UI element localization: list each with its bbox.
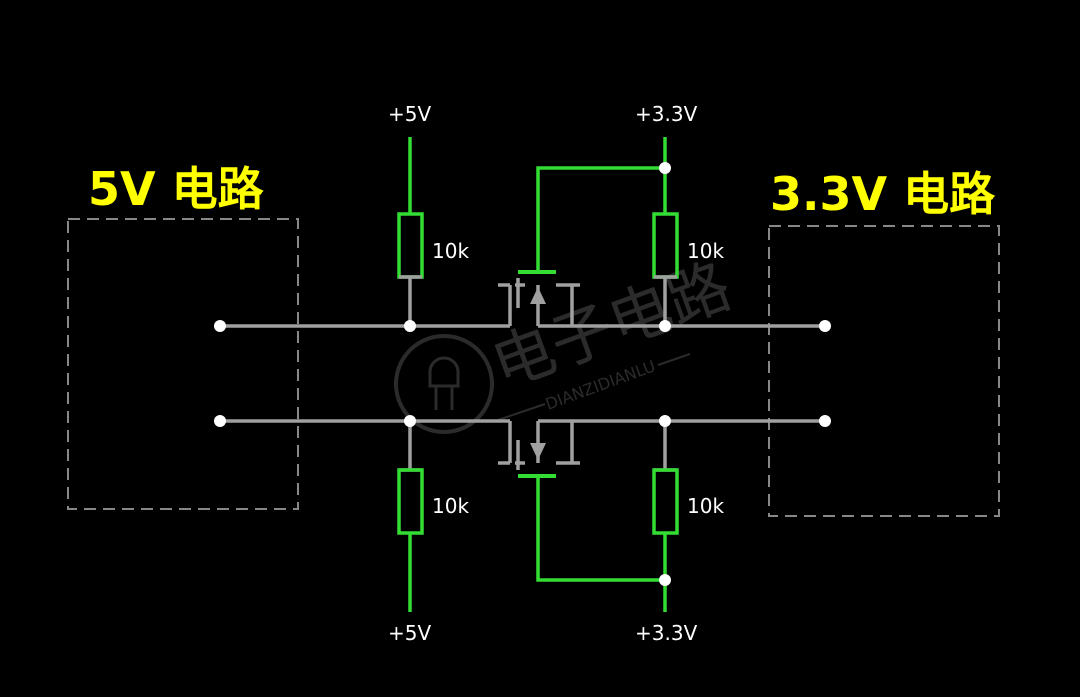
top-signal-line bbox=[220, 278, 825, 328]
supply-label-bottom-left: +5V bbox=[388, 621, 431, 645]
resistor-label-r4: 10k bbox=[687, 494, 724, 518]
top-mosfet-arrow-icon bbox=[530, 287, 546, 304]
right-circuit-box bbox=[768, 225, 1000, 517]
supply-label-top-left: +5V bbox=[388, 102, 431, 126]
node-r3-junction bbox=[404, 415, 416, 427]
resistor-r1 bbox=[397, 212, 424, 279]
resistor-label-r2: 10k bbox=[687, 239, 724, 263]
node-bottom-gate bbox=[659, 574, 671, 586]
node-right-bottom bbox=[819, 415, 831, 427]
right-circuit-title: 3.3V 电路 bbox=[770, 167, 996, 221]
watermark-logo-icon bbox=[394, 334, 494, 434]
node-left-bottom bbox=[214, 415, 226, 427]
node-right-top bbox=[819, 320, 831, 332]
node-top-gate bbox=[659, 162, 671, 174]
node-r1-junction bbox=[404, 320, 416, 332]
supply-label-top-right: +3.3V bbox=[635, 102, 698, 126]
left-circuit-title: 5V 电路 bbox=[88, 162, 265, 216]
watermark: 电子电路 DIANZIDIANLU bbox=[394, 249, 740, 434]
supply-label-bottom-right: +3.3V bbox=[635, 621, 698, 645]
bottom-gate-wire bbox=[536, 476, 665, 582]
node-r2-junction bbox=[659, 320, 671, 332]
resistor-r3 bbox=[397, 468, 424, 535]
bottom-signal-line bbox=[220, 419, 825, 470]
resistor-label-r1: 10k bbox=[432, 239, 469, 263]
node-left-top bbox=[214, 320, 226, 332]
node-r4-junction bbox=[659, 415, 671, 427]
resistor-r4 bbox=[652, 468, 679, 535]
bottom-mosfet-arrow-icon bbox=[530, 443, 546, 460]
junction-nodes bbox=[214, 162, 831, 586]
left-circuit-box bbox=[67, 218, 299, 510]
top-gate-wire bbox=[536, 166, 665, 272]
resistor-label-r3: 10k bbox=[432, 494, 469, 518]
